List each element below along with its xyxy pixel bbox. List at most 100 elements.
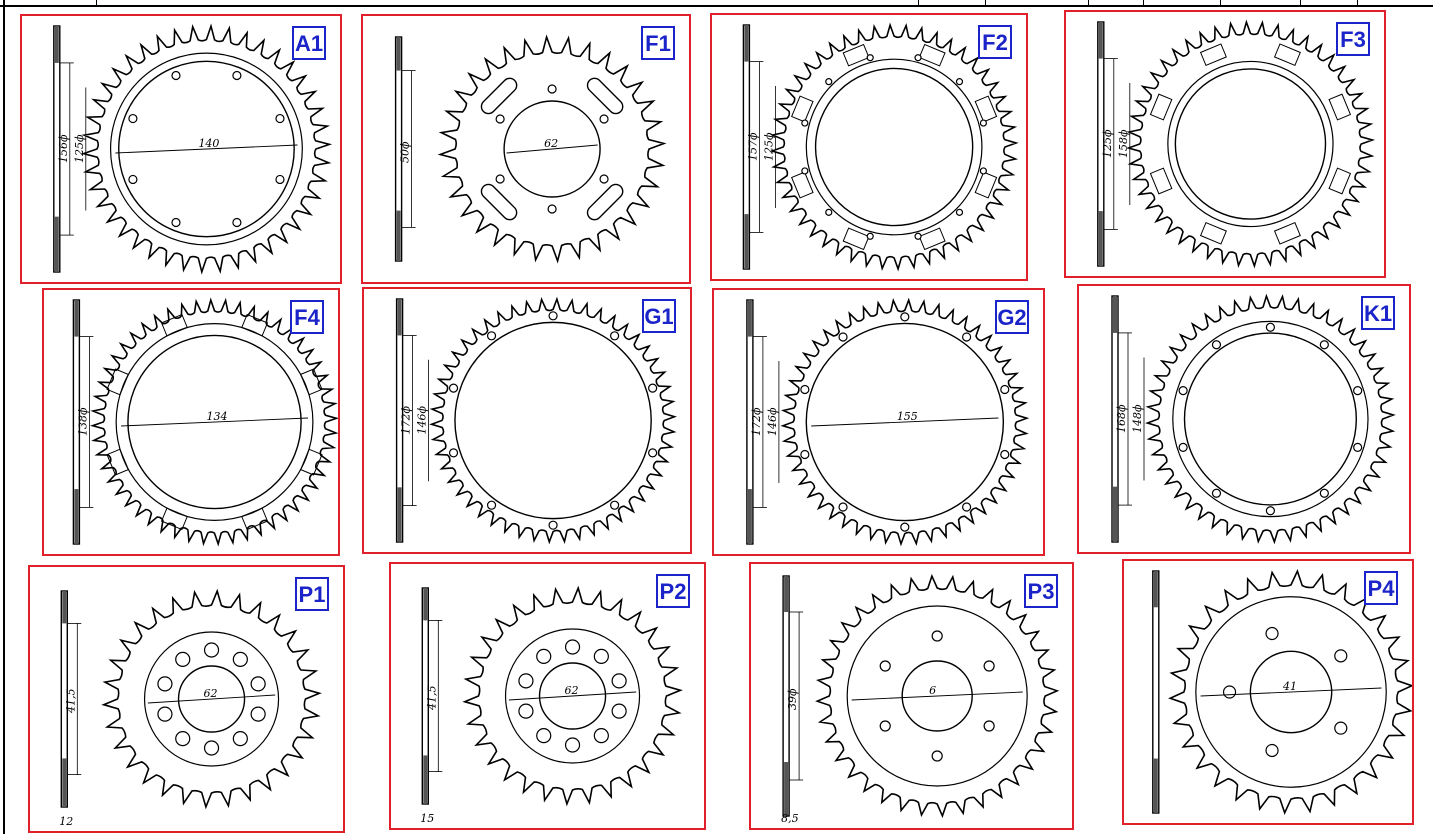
bolt-hole [1211,488,1222,498]
side-profile-view: 41,515 [420,587,443,825]
bolt-hole [593,648,609,664]
center-bore [1183,332,1358,506]
bolt-hole [548,520,558,530]
bolt-circle-dimension: 62 [204,687,218,700]
sprocket-face-view: 6 [815,573,1060,819]
width-label: 8,5 [781,812,799,825]
bolt-hole [171,70,181,81]
bolt-hole [900,522,910,532]
sprocket-face-view [769,22,1019,272]
bolt-hole [564,639,581,655]
side-profile-view: 138ϕ [72,299,94,545]
bolt-hole [203,740,220,756]
bolt-hole [801,119,809,127]
bolt-hole [879,660,891,672]
bolt-hole [1211,340,1222,350]
bolt-hole [610,331,620,341]
bolt-hole [536,648,552,664]
sprocket-code-label: F2 [978,25,1012,59]
bolt-hole [518,673,534,689]
bolt-hole [448,448,459,458]
bolt-hole [611,703,627,719]
sprocket-teeth-outline [429,296,677,545]
bolt-hole [866,54,874,62]
side-profile-view: 50ϕ [394,36,416,262]
bolt-hole [1178,386,1188,396]
bolt-hole [548,311,558,321]
bolt-hole [955,78,964,86]
bolt-hole [1000,449,1010,460]
sprocket-code-label: G2 [995,300,1029,334]
bolt-hole [1353,386,1363,396]
bolt-hole [955,208,964,216]
diameter-label-1: 172ϕ [400,406,413,435]
bolt-hole [1178,442,1188,452]
diameter-label-2: 125ϕ [762,132,775,161]
diameter-label-1: 168ϕ [1115,404,1128,433]
bolt-hole [1265,322,1275,332]
bolt-hole [518,703,534,719]
bolt-hole [1265,626,1279,641]
bolt-hole [838,502,848,512]
diameter-label-1: 125ϕ [1101,129,1114,158]
sprocket-face-view: 62 [101,588,322,810]
diameter-label-2: 125ϕ [73,134,86,163]
center-bore [1249,650,1333,734]
sprocket-code-label: G1 [642,299,676,333]
diameter-label-1: 39ϕ [786,688,799,710]
table-top-border [0,0,1433,7]
bolt-hole [175,651,191,667]
bolt-hole [599,114,609,124]
sprocket-code-label: P2 [656,574,690,608]
bolt-hole [175,731,191,747]
sprocket-teeth-outline [1145,293,1396,545]
diameter-label-2: 158ϕ [1117,129,1130,158]
diameter-label-1: 138ϕ [76,407,89,436]
bolt-hole [157,676,173,692]
bolt-hole [979,167,987,175]
bolt-circle-dimension: 41 [1282,680,1297,693]
width-label: 15 [420,812,434,825]
diameter-label-2: 146ϕ [766,407,779,436]
bolt-hole [800,449,810,460]
center-bore [503,100,601,198]
bolt-hole [648,448,658,458]
bolt-hole [232,651,248,667]
center-bore [127,334,302,510]
bolt-hole [232,731,248,747]
bolt-hole [610,500,620,510]
bolt-hole [825,78,833,86]
center-bore [901,660,973,732]
bolt-hole [914,232,922,240]
sprocket-face-view [1125,19,1376,269]
bolt-circle-dimension: 62 [565,684,579,697]
bolt-hole [900,312,910,322]
bolt-hole [157,706,173,722]
bolt-hole [983,720,995,732]
bolt-hole [838,332,848,342]
bolt-hole [128,113,138,124]
bolt-hole [536,728,552,744]
diameter-label-1: 156ϕ [57,134,70,163]
diameter-label-1: 50ϕ [399,141,412,163]
side-profile-view [1152,570,1160,814]
bolt-hole [801,167,809,175]
bolt-hole [979,119,987,127]
